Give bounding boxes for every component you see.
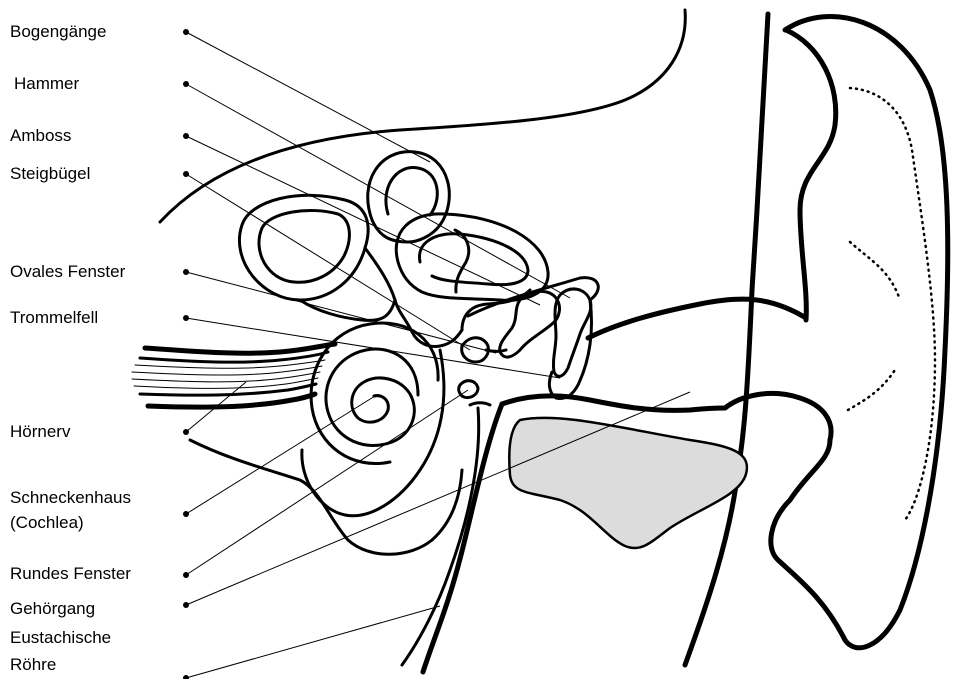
- dot-hammer: [183, 81, 189, 87]
- ear-canal-lower-wall: [502, 396, 725, 410]
- auditory-nerve-bundle: [132, 344, 335, 407]
- label-round-window: Rundes Fenster: [10, 564, 131, 583]
- dot-stirrup: [183, 171, 189, 177]
- label-ear-canal: Gehörgang: [10, 599, 95, 618]
- dot-ear-canal: [183, 602, 189, 608]
- auricle-inner-ridge: [786, 30, 836, 320]
- vestibule-lower: [300, 300, 395, 320]
- dot-cochlea: [183, 511, 189, 517]
- ear-canal-upper-wall: [588, 299, 806, 338]
- dot-oval-window: [183, 269, 189, 275]
- label-hammer: Hammer: [14, 74, 80, 93]
- dot-auditory-nerve: [183, 429, 189, 435]
- middle-ear-upper-boundary: [462, 290, 530, 330]
- cochlea-outer: [302, 350, 444, 516]
- label-cochlea-line2: (Cochlea): [10, 513, 84, 532]
- leader-cochlea: [186, 396, 375, 514]
- dot-eardrum: [183, 315, 189, 321]
- leader-round-window: [186, 390, 468, 575]
- auricle-outer: [771, 17, 948, 648]
- anatomy-drawing: [132, 10, 948, 672]
- label-anvil: Amboss: [10, 126, 71, 145]
- helix-dotted-2: [850, 242, 900, 300]
- label-auditory-nerve: Hörnerv: [10, 422, 71, 441]
- temporal-bone-outline: [160, 10, 685, 222]
- inner-ear-lower-boundary: [190, 440, 462, 554]
- eustachian-tube-gap: [470, 403, 490, 405]
- label-eustachian-line2: Röhre: [10, 655, 56, 674]
- label-stirrup: Steigbügel: [10, 164, 90, 183]
- dot-eustachian-tube: [183, 675, 189, 679]
- leader-eardrum: [186, 318, 560, 378]
- label-oval-window: Ovales Fenster: [10, 262, 126, 281]
- semicircular-canal-superior-inner: [386, 168, 437, 215]
- helix-dotted-1: [850, 88, 935, 520]
- label-eardrum: Trommelfell: [10, 308, 98, 327]
- label-cochlea-line1: Schneckenhaus: [10, 488, 131, 507]
- leader-dots: [183, 29, 189, 679]
- skull-wall: [685, 14, 768, 665]
- dot-semicircular-canals: [183, 29, 189, 35]
- labels: Bogengänge Hammer Amboss Steigbügel Oval…: [10, 22, 131, 674]
- dot-round-window: [183, 572, 189, 578]
- semicircular-canal-lateral-inner: [259, 210, 349, 282]
- helix-dotted-3: [848, 370, 895, 410]
- leader-stirrup: [186, 174, 470, 350]
- dot-anvil: [183, 133, 189, 139]
- leader-eustachian-tube: [186, 606, 440, 678]
- label-eustachian-line1: Eustachische: [10, 628, 111, 647]
- middle-ear-cavity: [509, 418, 747, 548]
- label-semicircular-canals: Bogengänge: [10, 22, 106, 41]
- round-window: [459, 381, 478, 398]
- semicircular-canal-posterior-inner: [419, 234, 528, 285]
- cochlea-spiral: [326, 349, 418, 445]
